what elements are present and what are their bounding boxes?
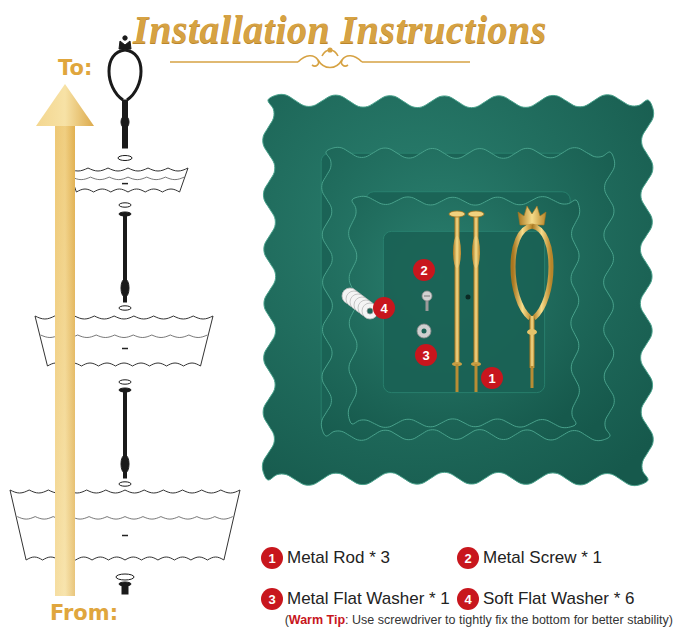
callout-text: 3 (422, 349, 429, 362)
callout-text: 3 (268, 593, 275, 606)
stand-drawing (118, 156, 132, 161)
metal-rod (513, 226, 532, 318)
metal-rod (475, 364, 478, 392)
callout-number: 3 (261, 588, 283, 610)
metal-rod (472, 236, 480, 268)
part-name: Metal Screw * 1 (483, 548, 602, 568)
metal-washer (417, 324, 431, 338)
metal-rod (456, 364, 459, 392)
metal-rod (449, 211, 465, 392)
metal-rod (531, 366, 534, 388)
metal-washer (422, 329, 427, 334)
stand-drawing (119, 482, 131, 486)
direction-arrow (36, 84, 94, 596)
stand-drawing (72, 177, 184, 180)
part-name: Soft Flat Washer * 6 (483, 589, 634, 609)
metal-rod (468, 211, 484, 217)
note-text: : Use screwdriver to tightly fix the bot… (345, 613, 673, 627)
callout-number: 1 (481, 367, 503, 389)
plate-photo (321, 147, 614, 440)
metal-rod (453, 236, 461, 268)
metal-screw (422, 291, 432, 301)
callout-number: 2 (413, 259, 435, 281)
callout-number: 2 (457, 547, 479, 569)
title-flourish (298, 56, 319, 66)
stand-drawing (10, 490, 240, 560)
stand-drawing (122, 535, 128, 537)
metal-rod (532, 226, 551, 318)
stand-drawing (121, 455, 129, 473)
note-text: Warm Tip (289, 613, 345, 627)
callout-number: 4 (373, 297, 395, 319)
stand-drawing (125, 50, 141, 100)
title-flourish (362, 61, 470, 63)
metal-washer (417, 324, 431, 338)
metal-rod (527, 329, 537, 335)
callout-text: 4 (380, 302, 387, 315)
callout-text: 2 (464, 552, 471, 565)
stand-drawing (119, 306, 131, 310)
stand-drawing (68, 168, 188, 192)
stand-drawing (122, 348, 128, 350)
stand-drawing (10, 36, 240, 594)
plate-photo (348, 196, 579, 427)
metal-rod (468, 211, 484, 392)
stand-drawing (119, 380, 131, 384)
stand-drawing (116, 574, 134, 580)
direction-arrow (55, 124, 75, 596)
stand-drawing (122, 584, 128, 594)
plate-photo (383, 231, 544, 392)
title-flourish (341, 56, 362, 66)
callout-number: 1 (261, 547, 283, 569)
callout-text: 1 (268, 552, 275, 565)
stand-drawing (124, 390, 127, 460)
note-text: ( (285, 613, 289, 627)
title-flourish (318, 60, 342, 68)
metal-rod (449, 211, 465, 217)
plate-photo (262, 94, 653, 485)
parts-photo (342, 206, 551, 392)
stand-drawing (122, 183, 128, 185)
part-name: Metal Flat Washer * 1 (287, 589, 450, 609)
callout-text: 4 (464, 593, 471, 606)
callout-text: 2 (420, 264, 427, 277)
stand-drawing (68, 168, 188, 192)
stand-drawing (10, 490, 240, 560)
title: Installation Instructions (133, 6, 547, 53)
direction-arrow (55, 124, 75, 596)
callout-number: 4 (457, 588, 479, 610)
stand-drawing (17, 517, 233, 520)
stand-drawing (121, 279, 129, 297)
parts-photo (466, 295, 471, 300)
stand-drawing (123, 36, 127, 40)
stand-drawing (124, 472, 127, 478)
callout-number: 3 (415, 344, 437, 366)
metal-screw (422, 291, 432, 311)
direction-label: From: (50, 601, 118, 625)
plate-photo (262, 94, 653, 485)
direction-arrow (36, 84, 94, 126)
part-name: Metal Rod * 3 (287, 548, 390, 568)
stand-drawing (124, 296, 127, 302)
direction-label: To: (58, 56, 92, 80)
stand-drawing (119, 203, 131, 207)
stand-drawing (121, 116, 129, 128)
metal-rod (513, 206, 551, 388)
stand-drawing (119, 41, 131, 49)
metal-screw (424, 296, 430, 297)
stand-drawing (109, 50, 125, 100)
title-flourish (170, 61, 298, 63)
stand-drawing (124, 214, 127, 284)
callout-text: 1 (488, 372, 495, 385)
warm-tip: (Warm Tip: Use screwdriver to tightly fi… (285, 613, 673, 627)
metal-rod (518, 206, 546, 225)
metal-rod (530, 316, 535, 368)
